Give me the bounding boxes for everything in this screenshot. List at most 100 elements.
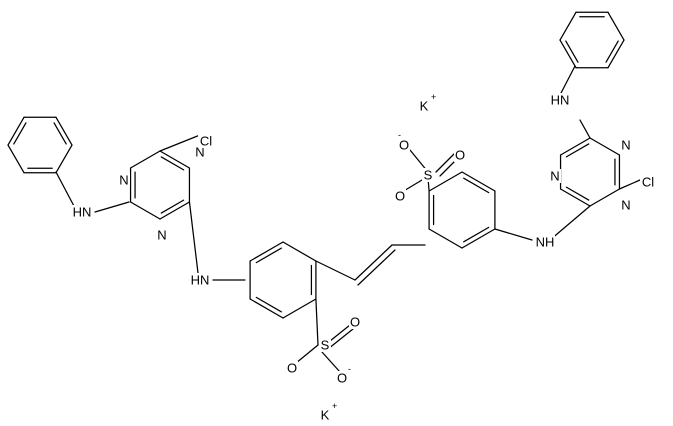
label-mask [156,228,168,242]
triazine-nh-bond [188,201,199,274]
benzene-right-bond [461,171,496,192]
label-mask [640,175,656,189]
triazine-n-label: N [621,198,630,213]
charge-plus-label: + [431,92,436,102]
label-mask [286,361,298,375]
vinyl-bond-1 [315,260,356,281]
benzene-nh-bond [494,228,533,241]
triazine-n-label: N [550,169,559,184]
potassium-label: K [420,99,429,114]
phenyl-left-bond [55,116,73,146]
phenyl-nh-bond [55,171,76,209]
benzene-left-bond [282,241,317,262]
so3-o-double [327,328,354,350]
chlorine-right-label: Cl [642,175,654,190]
amine-right-label: HN [551,93,570,108]
phenyl-right-bond [607,39,625,69]
label-mask [394,189,406,203]
phenyl-left-bond [7,116,25,146]
benzene-left-double-bond [255,247,282,264]
label-mask [549,169,561,183]
bond-layer [7,11,641,373]
label-mask [190,273,210,287]
triazine-left-bond [159,201,191,220]
triazine-right-bond [589,188,621,207]
triazine-right-double-bond [565,143,590,158]
triazine-left-double-bond [160,199,185,214]
benzene-left-double-bond [255,296,282,313]
benzene-right-bond [428,228,463,249]
phenyl-left-bond [55,144,73,174]
triazine-nh-top-bond [579,119,591,139]
label-mask [535,235,555,249]
phenyl-right-bond [559,11,577,41]
triazine-left-bond [129,201,161,220]
amine-right-label: NH [536,235,555,250]
benzene-right-double-bond [463,177,490,194]
potassium-label: K [321,408,330,423]
label-mask [454,148,466,162]
triazine-n-label: N [157,228,166,243]
triazine-left-double-bond [160,156,185,171]
label-mask [349,315,361,329]
oxygen-label: O [287,361,297,376]
charge-plus-label: + [332,401,337,411]
phenyl-left-bond [7,144,25,174]
triazine-n-label: N [195,145,204,160]
label-mask [398,138,410,152]
so3-o-minus-bond [321,351,341,373]
phenyl-left-double-bond [13,122,27,145]
triazine-cl-right-bond [618,179,641,190]
label-mask [72,205,92,219]
label-mask [319,338,331,352]
phenyl-right-double-bond [605,40,619,63]
vinyl-double-bond-b [357,249,396,286]
benzene-right-bond [428,171,463,192]
benzene-left-bond [249,298,284,319]
phenyl-nh-right-bond [559,65,576,96]
triazine-left-bond [129,150,161,169]
phenyl-left-double-bond [53,122,67,145]
triazine-n-label: N [621,138,630,153]
label-mask [422,168,434,182]
amine-left-label: HN [73,205,92,220]
label-mask [550,93,570,107]
label-mask [620,198,632,212]
amine-left-label: HN [191,273,210,288]
phenyl-right-double-bond [565,40,579,63]
label-mask [620,138,632,152]
chlorine-left-label: Cl [200,134,212,149]
triazine-right-bond [559,188,591,207]
phenyl-right-bond [607,11,625,41]
benzene-left-bond [249,241,284,262]
so3-o-double-right-a [435,151,457,173]
nh-triazine-right-bond [549,205,591,241]
sulfur-left-label: S [321,338,330,353]
label-mask [194,145,206,159]
label-mask [198,134,214,148]
triazine-right-bond [559,137,591,156]
charge-minus-label: - [398,130,401,140]
benzene-right-bond [461,228,496,249]
triazine-right-bond [589,137,621,156]
label-mask [118,173,130,187]
benzene-left-bond [282,298,317,319]
oxygen-label: O [455,148,465,163]
oxygen-minus-label: O [399,138,409,153]
benzene-s-bond [315,298,319,346]
sulfur-right-label: S [424,168,433,183]
oxygen-label: O [395,189,405,204]
triazine-right-double-bond [565,186,590,201]
vinyl-double-bond-a [354,244,393,281]
benzene-right-double-bond [463,226,490,243]
nh-triazine-bond [94,201,130,213]
triazine-n-label: N [119,173,128,188]
triazine-left-bond [159,150,191,169]
oxygen-label: O [350,315,360,330]
phenyl-right-bond [559,39,577,69]
oxygen-minus-label: O [337,371,347,386]
triazine-cl-bond [159,134,201,152]
label-mask [336,371,348,385]
